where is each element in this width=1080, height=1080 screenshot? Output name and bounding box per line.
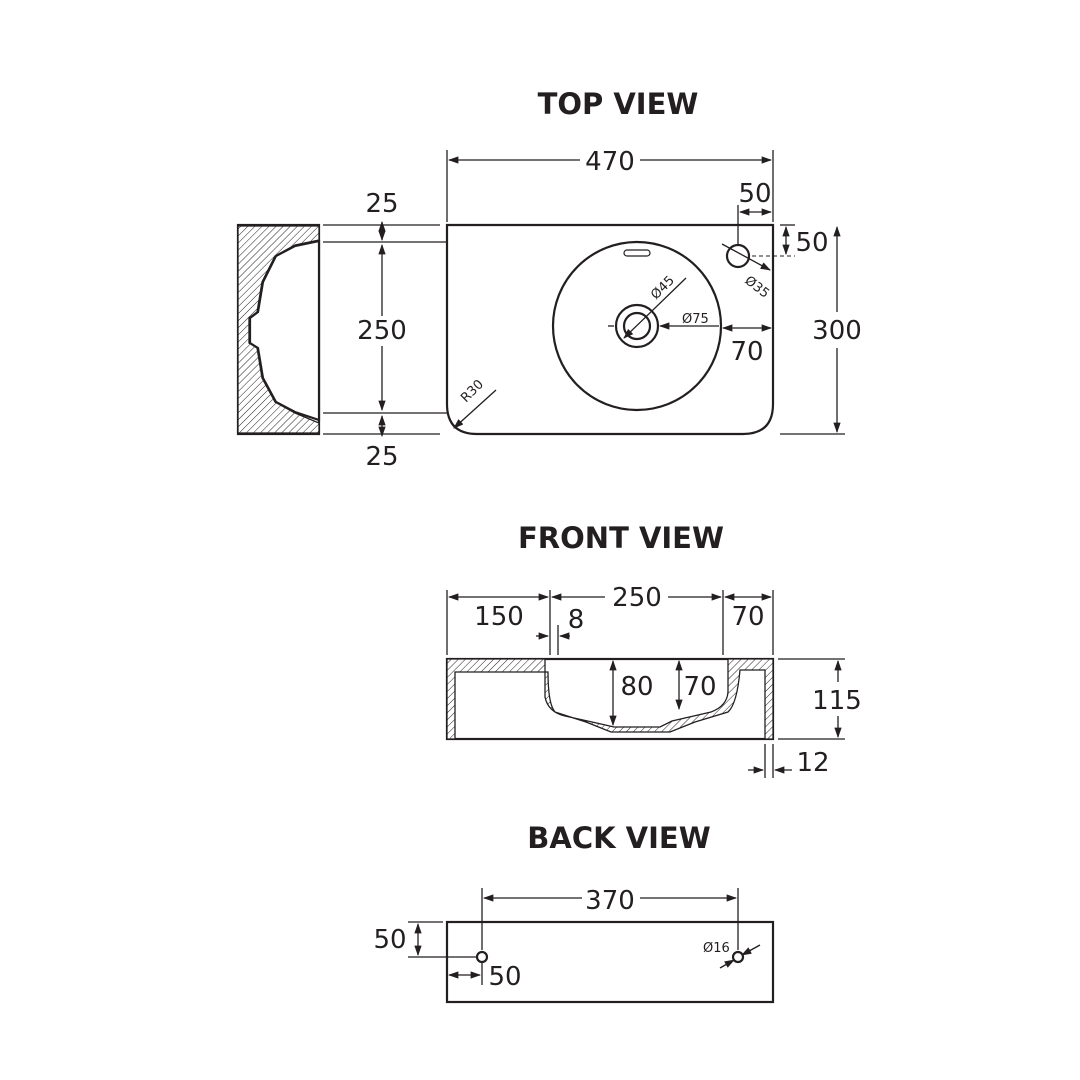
dim-bowl-width: 250 xyxy=(612,583,662,613)
back-hole-right xyxy=(731,950,745,964)
dim-right-ledge: 70 xyxy=(731,602,764,632)
dim-hole-offset: 50 xyxy=(488,962,521,992)
dim-overall-width: 470 xyxy=(585,147,635,177)
dim-hole-spacing: 370 xyxy=(585,886,635,916)
top-view-title: TOP VIEW xyxy=(538,87,699,121)
dim-wall-thickness: 8 xyxy=(568,605,585,635)
dim-tap-offset-x: 50 xyxy=(738,179,771,209)
dim-rim-top: 25 xyxy=(365,189,398,219)
dim-bowl-edge-offset: 70 xyxy=(730,337,763,367)
front-section xyxy=(446,658,774,740)
dim-depth-center: 80 xyxy=(620,672,653,702)
dim-depth-side: 70 xyxy=(683,672,716,702)
top-view: TOP VIEW 25 250 25 470 xyxy=(236,87,862,472)
dim-overall-height: 115 xyxy=(812,686,862,716)
dim-left-ledge: 150 xyxy=(474,602,524,632)
dim-tap-offset-y: 50 xyxy=(795,228,828,258)
back-hole-left xyxy=(475,950,489,964)
dim-hole-height: 50 xyxy=(373,925,406,955)
dim-rim-bottom: 25 xyxy=(365,442,398,472)
dim-side-wall: 12 xyxy=(796,748,829,778)
dim-overall-depth: 300 xyxy=(812,316,862,346)
dim-bowl-diameter: Ø75 xyxy=(682,312,709,327)
dim-hole-diameter: Ø16 xyxy=(703,941,730,956)
side-section xyxy=(236,223,321,436)
front-view-title: FRONT VIEW xyxy=(518,521,724,555)
back-view-title: BACK VIEW xyxy=(527,821,710,855)
back-view: BACK VIEW 370 50 50 Ø16 xyxy=(373,821,775,1004)
front-view: FRONT VIEW 150 250 70 8 80 70 115 xyxy=(445,521,862,778)
dim-section-inner: 250 xyxy=(357,316,407,346)
basin-back-outline xyxy=(445,920,775,1004)
overflow-slot xyxy=(623,249,651,257)
